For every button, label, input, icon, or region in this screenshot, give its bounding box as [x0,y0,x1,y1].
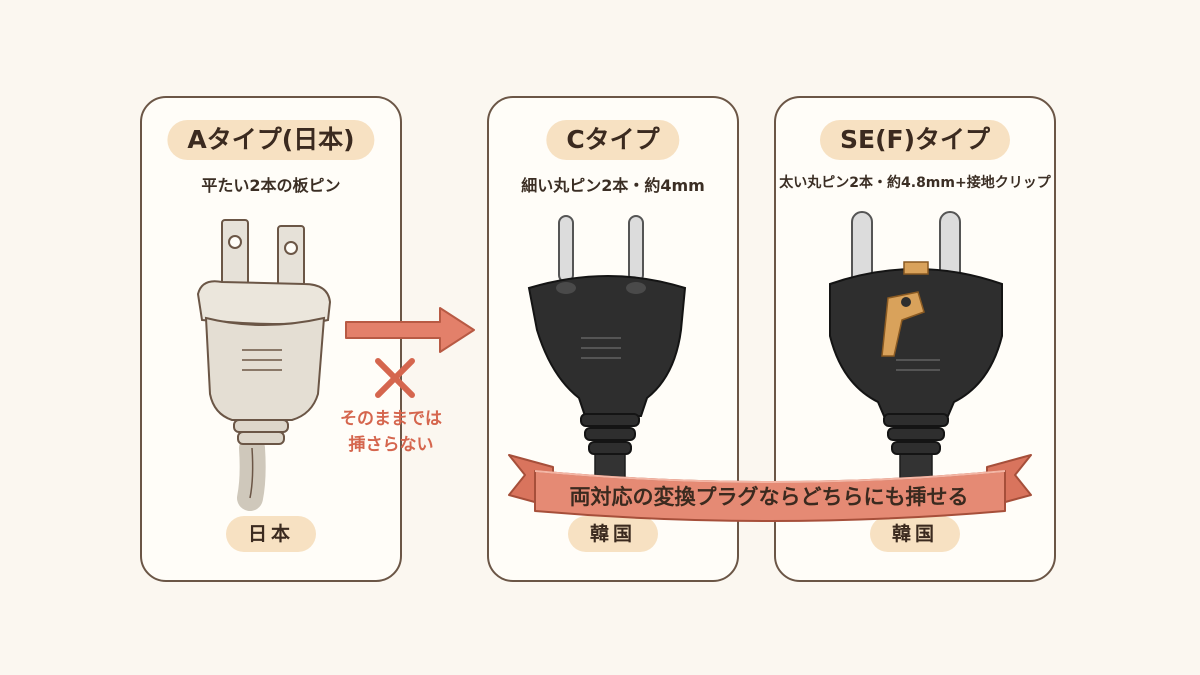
country-label: 韓国 [567,516,659,552]
cross-icon [375,358,415,398]
card-title: Cタイプ [546,120,680,160]
warning-text-line1: そのままでは [340,409,442,429]
card-subtitle: 細い丸ピン2本・約4mm [521,176,705,195]
warning-text-line2: 挿さらない [348,435,434,455]
country-label: 韓国 [869,516,961,552]
card-title: SE(F)タイプ [819,120,1011,160]
ribbon-banner [508,454,1032,522]
plug-type-f-icon [829,211,1003,489]
plug-type-c-icon [527,215,687,489]
country-label: 日本 [225,516,317,552]
plug-type-a-icon [196,219,332,511]
ribbon-text: 両対応の変換プラグならどちらにも挿せる [569,485,969,509]
card-subtitle: 太い丸ピン2本・約4.8mm+接地クリップ [779,175,1051,191]
card-subtitle: 平たい2本の板ピン [201,176,341,195]
arrow-right-icon [345,307,475,353]
card-title: Aタイプ(日本) [167,120,375,160]
